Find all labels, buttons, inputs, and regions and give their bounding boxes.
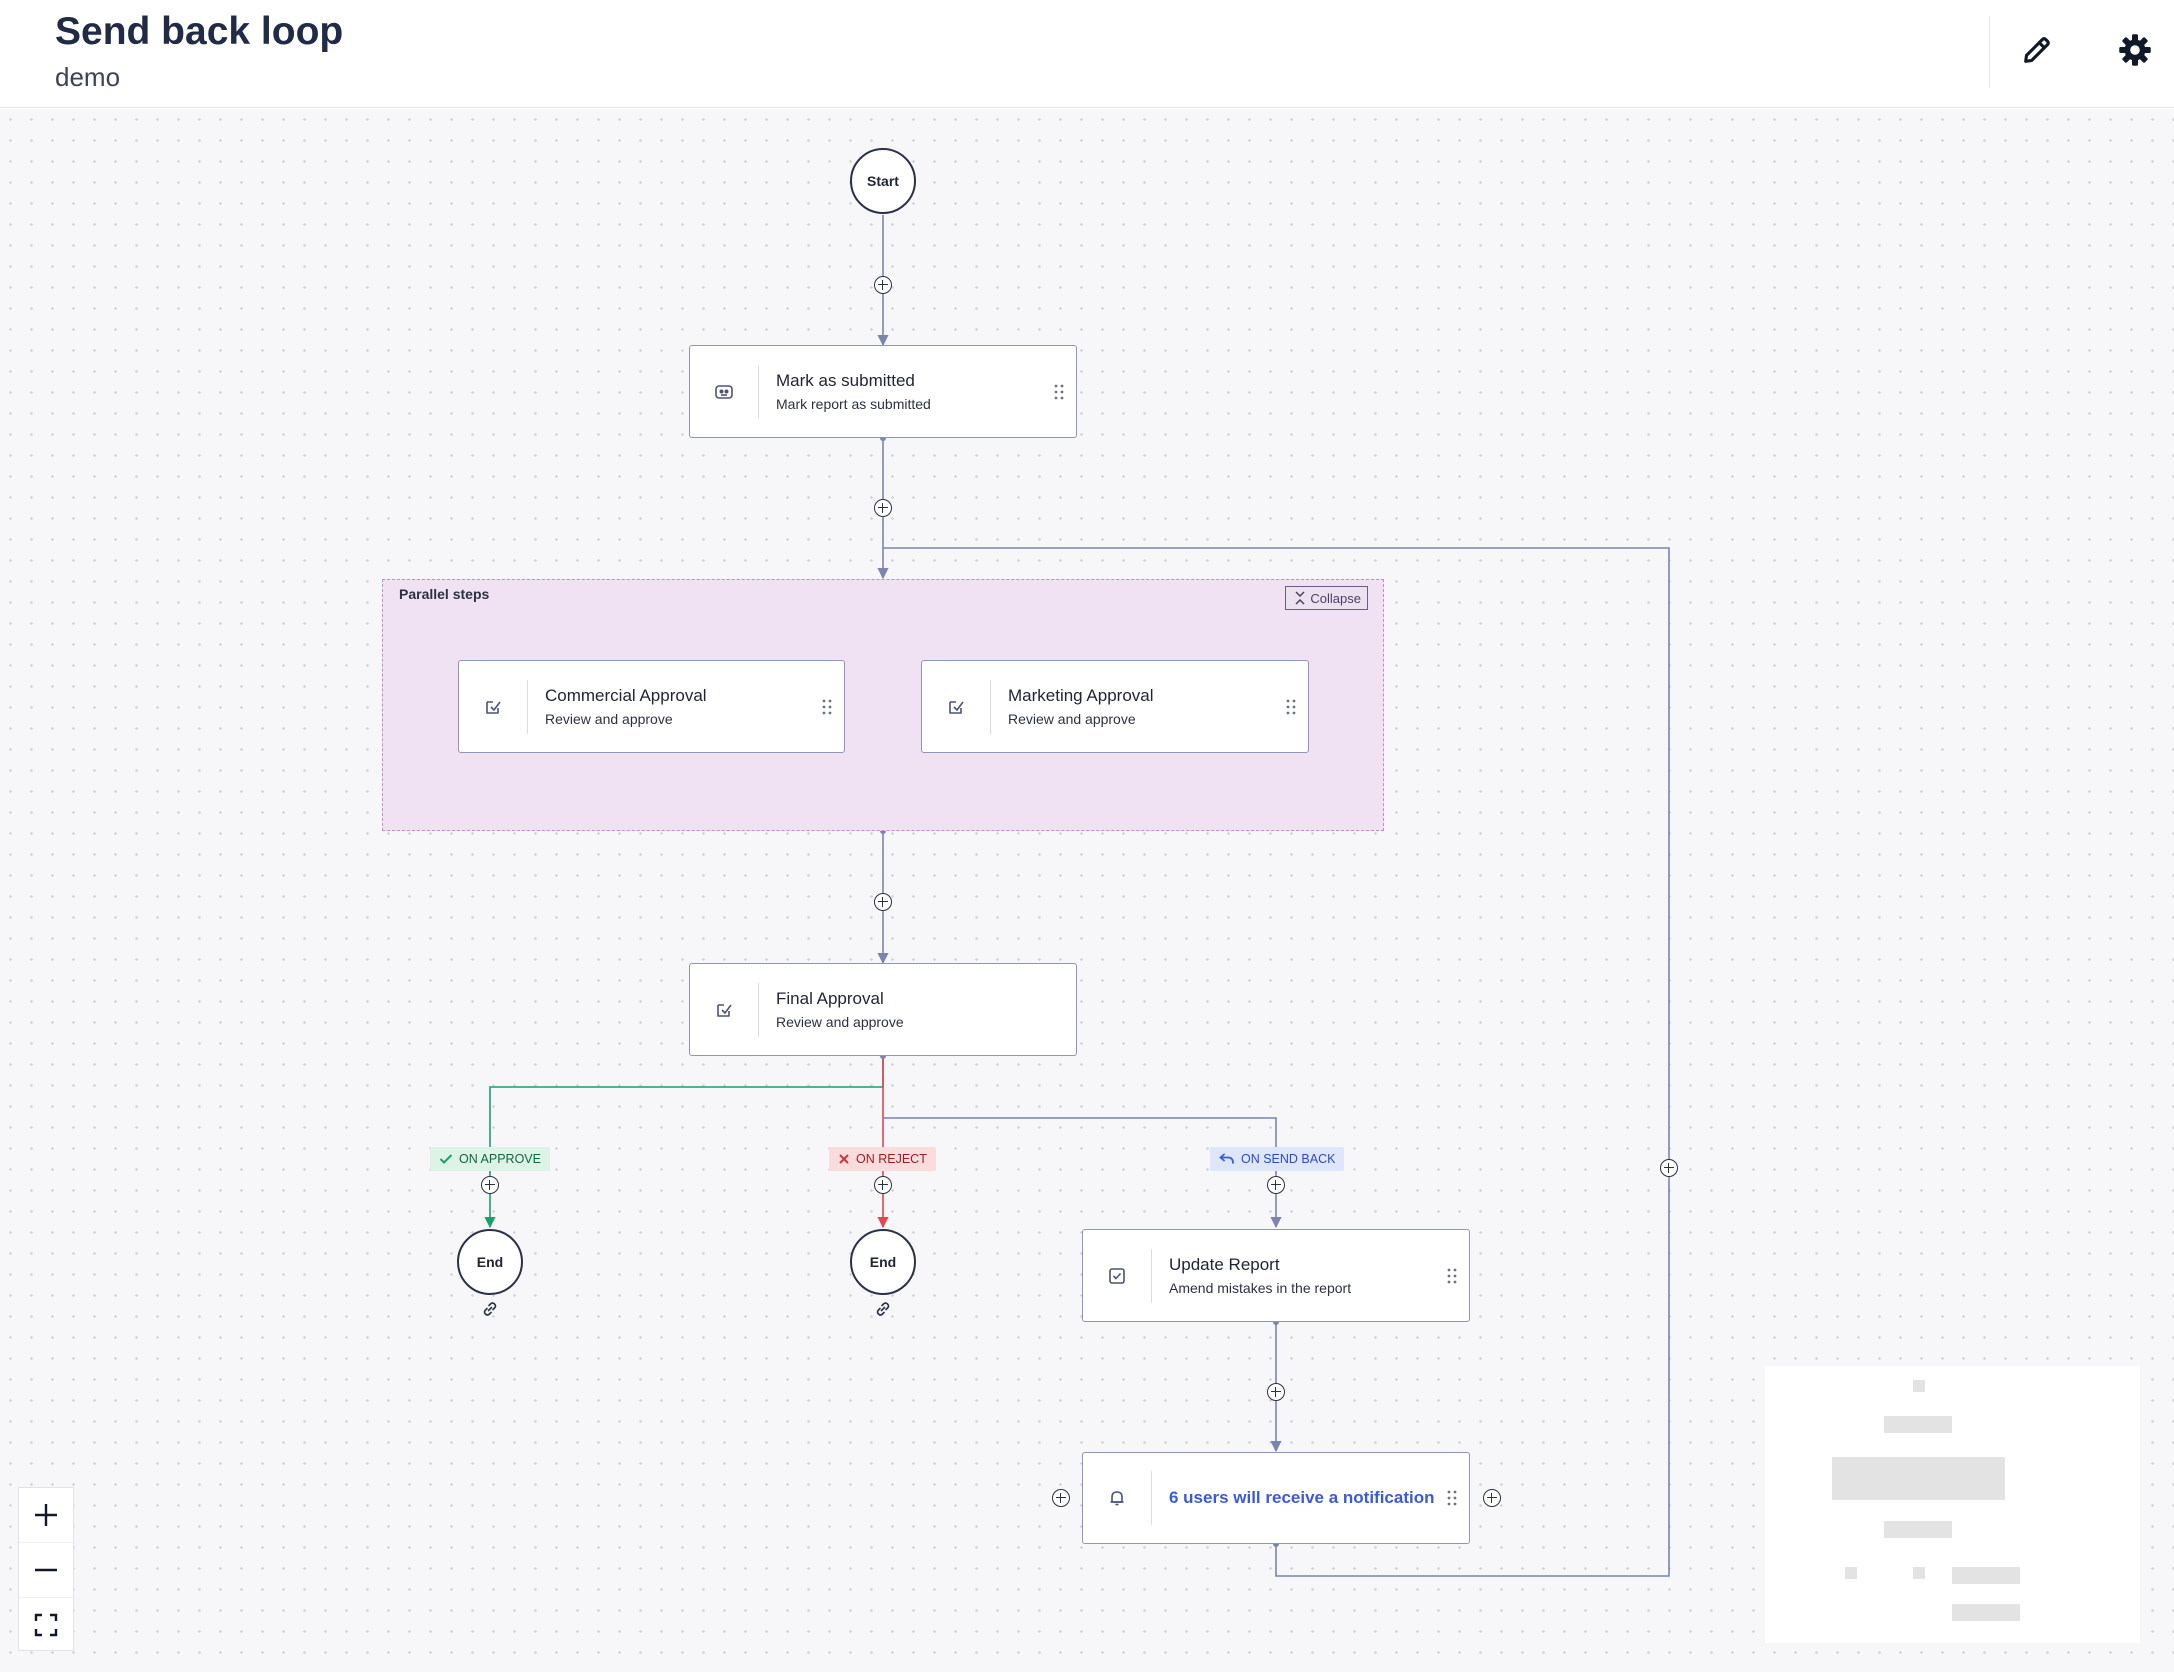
settings-button[interactable] [2107, 22, 2163, 78]
marketing-approval-node[interactable]: Marketing Approval Review and approve [921, 660, 1309, 753]
node-description: Review and approve [1008, 709, 1308, 729]
bell-icon [1083, 1471, 1152, 1525]
drag-handle-icon[interactable] [1447, 1268, 1457, 1284]
end-node-reject[interactable]: End [850, 1229, 916, 1295]
commercial-approval-node[interactable]: Commercial Approval Review and approve [458, 660, 845, 753]
robot-icon [690, 365, 759, 419]
add-step-button[interactable] [1052, 1489, 1070, 1507]
minimap-node [1884, 1521, 1952, 1538]
minimap-node [1952, 1567, 2020, 1584]
add-step-button[interactable] [874, 893, 892, 911]
minimap-node [1952, 1604, 2020, 1621]
flow-canvas[interactable]: Start Mark as submitted Mark report as s… [0, 109, 2174, 1672]
notification-node[interactable]: 6 users will receive a notification [1082, 1452, 1470, 1544]
edge-approve [490, 1056, 883, 1227]
mark-submitted-node[interactable]: Mark as submitted Mark report as submitt… [689, 345, 1077, 438]
add-step-button[interactable] [1660, 1159, 1678, 1177]
start-node[interactable]: Start [850, 148, 916, 214]
undo-icon [1219, 1153, 1235, 1165]
add-step-button[interactable] [1267, 1176, 1285, 1194]
node-description: Mark report as submitted [776, 394, 1076, 414]
on-reject-label: ON REJECT [829, 1147, 936, 1171]
header-divider [1989, 16, 1990, 88]
add-step-button[interactable] [481, 1176, 499, 1194]
fit-view-button[interactable] [19, 1597, 73, 1652]
edit-button[interactable] [2009, 22, 2065, 78]
minimap[interactable] [1765, 1366, 2140, 1643]
node-description: Review and approve [776, 1012, 1076, 1032]
collapse-button[interactable]: Collapse [1285, 586, 1368, 610]
zoom-in-button[interactable] [19, 1488, 73, 1542]
node-title: Mark as submitted [776, 370, 1076, 392]
branch-label: ON APPROVE [459, 1152, 541, 1166]
app-header: Send back loop demo [0, 0, 2174, 108]
link-icon[interactable] [482, 1301, 498, 1317]
page-title: Send back loop [55, 10, 343, 54]
add-step-button[interactable] [1267, 1383, 1285, 1401]
node-title: Update Report [1169, 1254, 1469, 1276]
update-report-node[interactable]: Update Report Amend mistakes in the repo… [1082, 1229, 1470, 1322]
page-subtitle: demo [55, 62, 120, 93]
branch-label: ON REJECT [856, 1152, 927, 1166]
plus-icon [33, 1502, 59, 1528]
minimap-node [1913, 1380, 1925, 1392]
node-description: Review and approve [545, 709, 844, 729]
node-description: Amend mistakes in the report [1169, 1278, 1469, 1298]
checkbox-icon [1083, 1249, 1152, 1303]
edge-send-back [883, 1118, 1276, 1227]
approval-icon [690, 983, 759, 1037]
minimap-node [1832, 1457, 2005, 1500]
fullscreen-icon [34, 1613, 58, 1637]
zoom-out-button[interactable] [19, 1542, 73, 1597]
approval-icon [922, 680, 991, 734]
zoom-controls [18, 1487, 74, 1651]
close-icon [838, 1153, 850, 1165]
link-icon[interactable] [875, 1301, 891, 1317]
notification-link[interactable]: 6 users will receive a notification [1169, 1487, 1469, 1509]
on-send-back-label: ON SEND BACK [1210, 1147, 1344, 1171]
minimap-node [1845, 1567, 1857, 1579]
minimap-node [1884, 1416, 1952, 1433]
node-title: Commercial Approval [545, 685, 844, 707]
add-step-button[interactable] [874, 499, 892, 517]
approval-icon [459, 680, 528, 734]
node-title: Final Approval [776, 988, 1076, 1010]
parallel-steps-label: Parallel steps [399, 586, 489, 602]
drag-handle-icon[interactable] [822, 699, 832, 715]
minus-icon [33, 1557, 59, 1583]
add-step-button[interactable] [1483, 1489, 1501, 1507]
drag-handle-icon[interactable] [1054, 384, 1064, 400]
collapse-icon [1294, 591, 1306, 605]
add-step-button[interactable] [874, 1176, 892, 1194]
node-title: Marketing Approval [1008, 685, 1308, 707]
add-step-button[interactable] [874, 276, 892, 294]
gear-icon [2117, 32, 2153, 68]
minimap-node [1913, 1567, 1925, 1579]
end-node-approve[interactable]: End [457, 1229, 523, 1295]
branch-label: ON SEND BACK [1241, 1152, 1335, 1166]
drag-handle-icon[interactable] [1447, 1490, 1457, 1506]
collapse-label: Collapse [1310, 591, 1361, 606]
on-approve-label: ON APPROVE [430, 1147, 550, 1171]
pencil-icon [2020, 33, 2054, 67]
final-approval-node[interactable]: Final Approval Review and approve [689, 963, 1077, 1056]
check-icon [439, 1153, 453, 1165]
drag-handle-icon[interactable] [1286, 699, 1296, 715]
